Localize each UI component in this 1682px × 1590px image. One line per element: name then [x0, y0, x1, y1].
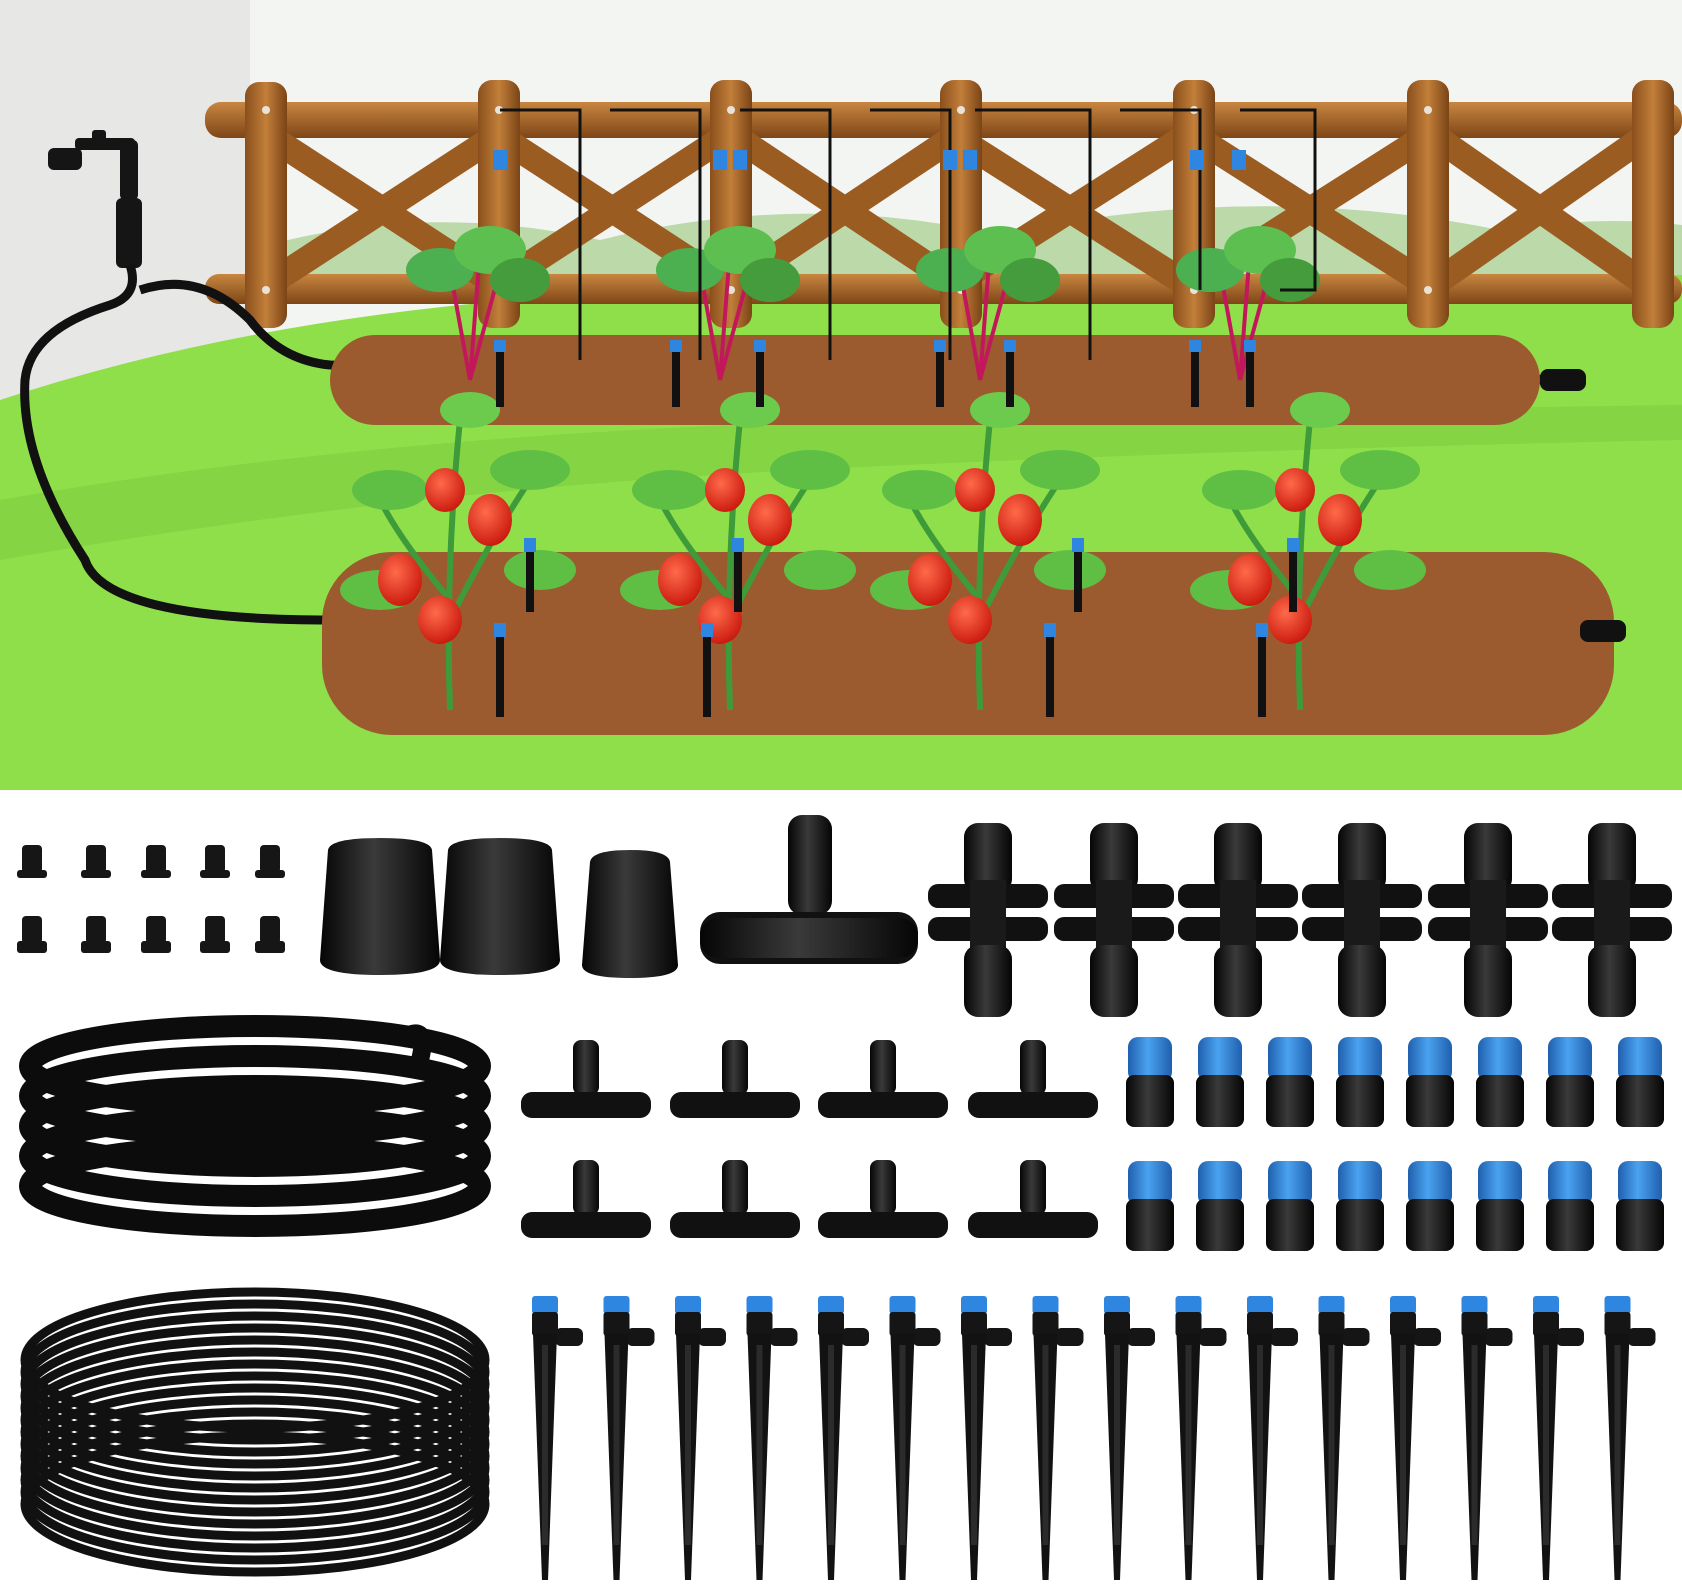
- drip-stake-icon: [675, 1296, 726, 1580]
- blue-adapters: [1126, 1037, 1664, 1251]
- blue-adapter-icon: [1546, 1037, 1594, 1127]
- tee-connector-large-icon: [700, 815, 918, 964]
- blue-adapter-icon: [1196, 1161, 1244, 1251]
- end-cap-icon: [320, 838, 440, 975]
- end-cap-icon: [440, 838, 560, 975]
- cross-connector-icon: [1302, 823, 1422, 1017]
- fence-drippers: [493, 150, 1246, 170]
- drip-stake-icon: [961, 1296, 1012, 1580]
- fence-drip-lines: [500, 108, 1317, 360]
- drip-stake-icon: [818, 1296, 869, 1580]
- blue-adapter-icon: [1336, 1037, 1384, 1127]
- tee-connector-small-icon: [521, 1040, 651, 1118]
- cross-connectors: [928, 823, 1672, 1017]
- drip-stake-icon: [889, 1296, 941, 1580]
- tubing-coil-large-icon: [19, 1015, 491, 1237]
- faucet-icon: [48, 130, 142, 268]
- blue-adapter-icon: [1406, 1037, 1454, 1127]
- hole-plug-icon: [17, 916, 47, 953]
- cross-connector-icon: [1428, 823, 1548, 1017]
- blue-adapter-icon: [1266, 1161, 1314, 1251]
- pepper-plants: [340, 392, 1426, 711]
- hole-plug-icon: [200, 916, 230, 953]
- drip-stake-icon: [1318, 1296, 1370, 1580]
- blue-adapter-icon: [1406, 1161, 1454, 1251]
- hole-plug-icon: [141, 845, 171, 878]
- blue-adapter-icon: [1546, 1161, 1594, 1251]
- cross-connector-icon: [1178, 823, 1298, 1017]
- blue-adapter-icon: [1196, 1037, 1244, 1127]
- drip-stake-icon: [1175, 1296, 1227, 1580]
- drip-stake-icon: [532, 1296, 583, 1580]
- blue-adapter-icon: [1126, 1161, 1174, 1251]
- blue-adapter-icon: [1266, 1037, 1314, 1127]
- hole-plug-icon: [200, 845, 230, 878]
- hole-plug-icon: [81, 845, 111, 878]
- cross-connector-icon: [928, 823, 1048, 1017]
- tee-connector-small-icon: [521, 1160, 651, 1238]
- hole-plug-icon: [141, 916, 171, 953]
- end-caps: [320, 838, 678, 978]
- tubing-coil-small-icon: [20, 1287, 490, 1577]
- drip-stake-icon: [1604, 1296, 1656, 1580]
- cross-connector-icon: [1552, 823, 1672, 1017]
- hole-plug-icon: [255, 916, 285, 953]
- tee-connector-small-icon: [968, 1160, 1098, 1238]
- lawn-shade: [0, 405, 1682, 560]
- garden-illustration: [0, 0, 1682, 790]
- blue-adapter-icon: [1476, 1037, 1524, 1127]
- small-tees: [521, 1040, 1098, 1238]
- tee-connector-small-icon: [968, 1040, 1098, 1118]
- lower-bed-stakes: [494, 538, 1626, 717]
- drip-stake-icon: [1461, 1296, 1513, 1580]
- tee-connector-small-icon: [670, 1040, 800, 1118]
- drip-stake-icon: [1104, 1296, 1155, 1580]
- blue-adapter-icon: [1616, 1161, 1664, 1251]
- cross-connector-icon: [1054, 823, 1174, 1017]
- tee-connector-small-icon: [670, 1160, 800, 1238]
- main-supply-hose: [20, 263, 1591, 635]
- drip-stake-icon: [1032, 1296, 1084, 1580]
- blue-adapter-icon: [1126, 1037, 1174, 1127]
- hole-plug-icon: [17, 845, 47, 878]
- tee-connector-small-icon: [818, 1160, 948, 1238]
- hole-plugs: [17, 845, 285, 953]
- blue-adapter-icon: [1336, 1161, 1384, 1251]
- tee-connector-small-icon: [818, 1040, 948, 1118]
- hole-plug-icon: [255, 845, 285, 878]
- drip-stake-icon: [603, 1296, 655, 1580]
- upper-bed-stakes: [494, 340, 1586, 407]
- drip-stake-icon: [1247, 1296, 1298, 1580]
- drip-stakes: [532, 1296, 1656, 1580]
- drip-stake-icon: [1390, 1296, 1441, 1580]
- chard-plants: [406, 226, 1320, 381]
- hole-plug-icon: [81, 916, 111, 953]
- drip-stake-icon: [1533, 1296, 1584, 1580]
- blue-adapter-icon: [1616, 1037, 1664, 1127]
- end-cap-icon: [582, 850, 678, 978]
- drip-stake-icon: [746, 1296, 798, 1580]
- blue-adapter-icon: [1476, 1161, 1524, 1251]
